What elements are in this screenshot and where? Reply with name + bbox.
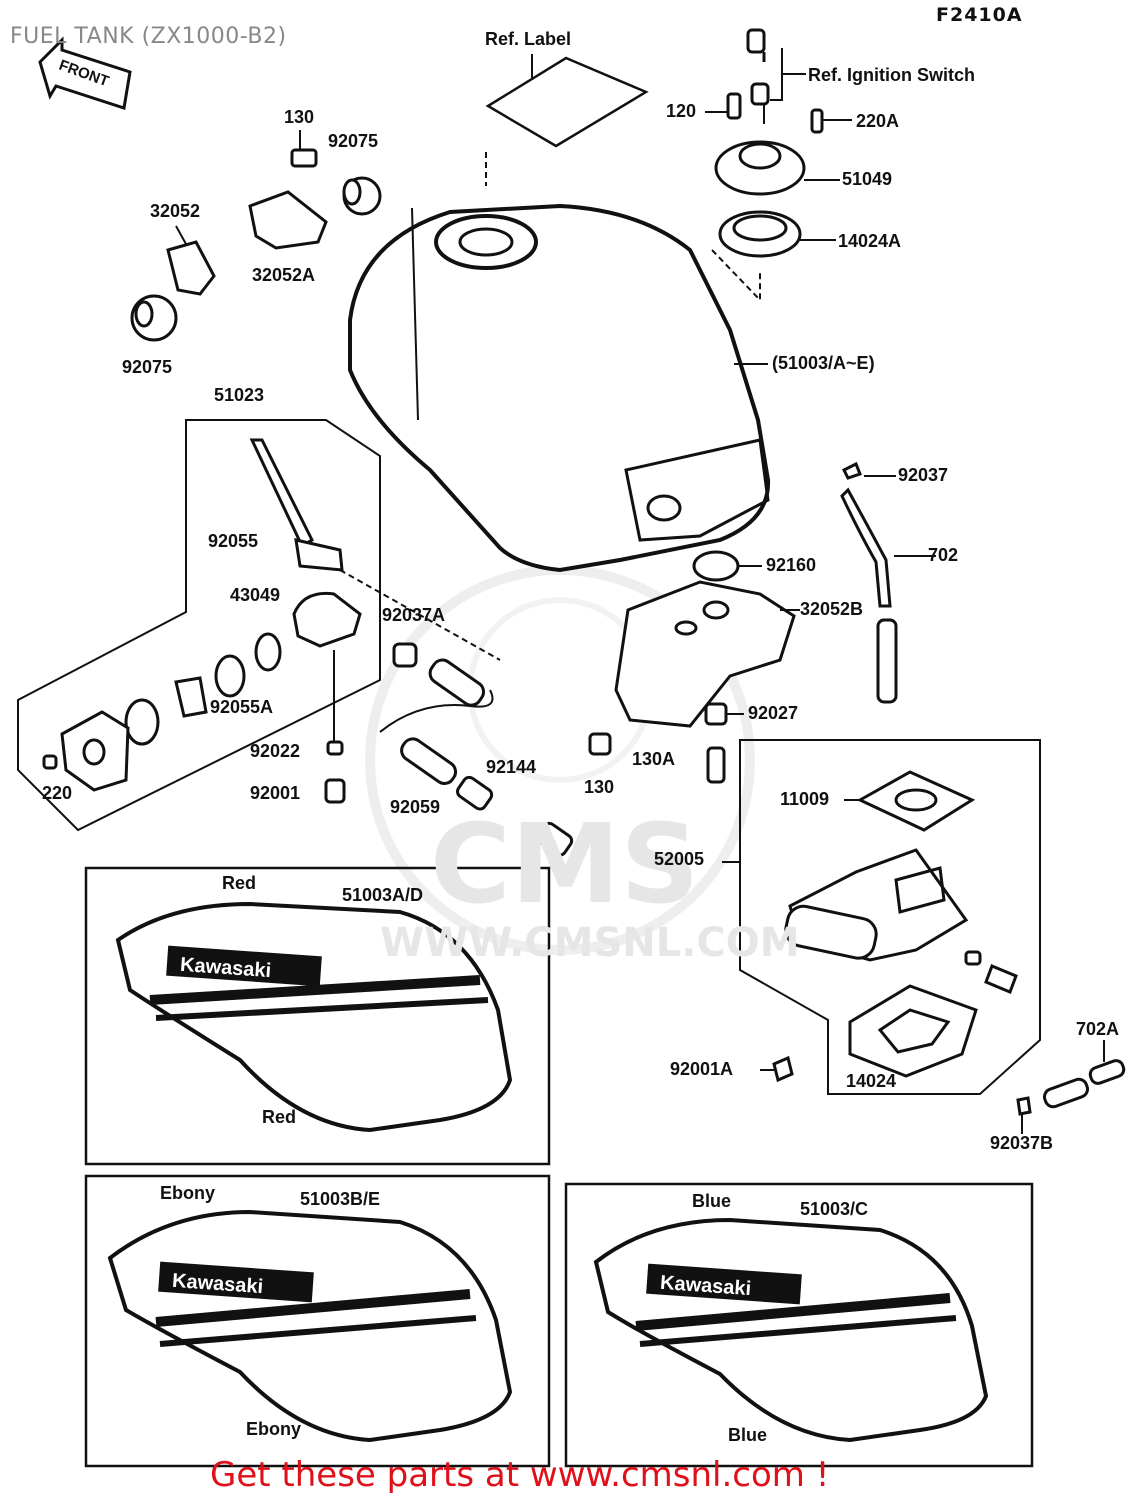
- label-11009: 11009: [780, 789, 830, 809]
- variant-ebony-part: 51003B/E: [300, 1189, 381, 1209]
- label-ref-label: Ref. Label: [485, 29, 572, 49]
- label-14024A: 14024A: [838, 231, 902, 251]
- watermark-url: WWW.CMSNL.COM: [380, 920, 800, 966]
- label-92059: 92059: [390, 797, 441, 817]
- mounting-brackets: [130, 130, 382, 342]
- label-92160: 92160: [766, 555, 817, 575]
- variant-red-part: 51003A/D: [342, 885, 424, 905]
- variant-panel-frames: [84, 866, 1034, 1468]
- variant-tank-red: [115, 901, 513, 1133]
- fuel-tank-body: [348, 203, 771, 573]
- label-ref-ignition-switch: Ref. Ignition Switch: [808, 65, 975, 85]
- variant-red-color-top: Red: [222, 873, 257, 893]
- label-32052A: 32052A: [252, 265, 316, 285]
- label-51023: 51023: [214, 385, 265, 405]
- footer-link[interactable]: Get these parts at www.cmsnl.com !: [210, 1455, 830, 1495]
- variant-tank-blue: [593, 1217, 989, 1443]
- fuel-pump-box: [739, 739, 1041, 1095]
- label-92037B: 92037B: [990, 1133, 1054, 1153]
- label-120: 120: [666, 101, 697, 121]
- label-92075-left: 92075: [122, 357, 173, 377]
- hoses-and-bracket: [588, 461, 936, 784]
- label-92037A: 92037A: [382, 605, 446, 625]
- label-32052B: 32052B: [800, 599, 864, 619]
- front-arrow-icon: [38, 36, 132, 110]
- label-92001: 92001: [250, 783, 301, 803]
- label-92027: 92027: [748, 703, 799, 723]
- label-92022: 92022: [250, 741, 301, 761]
- fuel-pump-parts: [722, 770, 1126, 1134]
- label-702: 702: [928, 545, 959, 565]
- label-92055A: 92055A: [210, 697, 274, 717]
- label-92001A: 92001A: [670, 1059, 734, 1079]
- label-220: 220: [42, 783, 73, 803]
- label-220A: 220A: [856, 111, 900, 131]
- label-92075-top: 92075: [328, 131, 379, 151]
- label-702A: 702A: [1076, 1019, 1120, 1039]
- variant-ebony-color-top: Ebony: [160, 1183, 216, 1203]
- label-51049: 51049: [842, 169, 893, 189]
- watermark-logo-text: CMS: [430, 800, 700, 928]
- label-130A: 130A: [632, 749, 676, 769]
- page-title: FUEL TANK (ZX1000-B2): [10, 24, 287, 49]
- fuel-tap-parts: [42, 438, 574, 857]
- label-92055: 92055: [208, 531, 259, 551]
- drawing-code: F2410A: [936, 4, 1023, 26]
- label-130-top: 130: [284, 107, 315, 127]
- variant-tank-ebony: [107, 1209, 513, 1443]
- variant-blue-color-bottom: Blue: [728, 1425, 768, 1445]
- fuel-tap-box: [17, 419, 381, 832]
- label-130-mid: 130: [584, 777, 615, 797]
- label-32052: 32052: [150, 201, 201, 221]
- ref-label-plate: [485, 54, 649, 186]
- label-14024: 14024: [846, 1071, 897, 1091]
- fuel-cap-assembly: [705, 28, 852, 303]
- label-92144: 92144: [486, 757, 537, 777]
- variant-red-color-bottom: Red: [262, 1107, 297, 1127]
- label-52005: 52005: [654, 849, 705, 869]
- label-43049: 43049: [230, 585, 281, 605]
- label-92037: 92037: [898, 465, 949, 485]
- variant-ebony-color-bottom: Ebony: [246, 1419, 302, 1439]
- variant-blue-color-top: Blue: [692, 1191, 732, 1211]
- label-51003-ae: (51003/A~E): [772, 353, 875, 373]
- variant-blue-part: 51003/C: [800, 1199, 869, 1219]
